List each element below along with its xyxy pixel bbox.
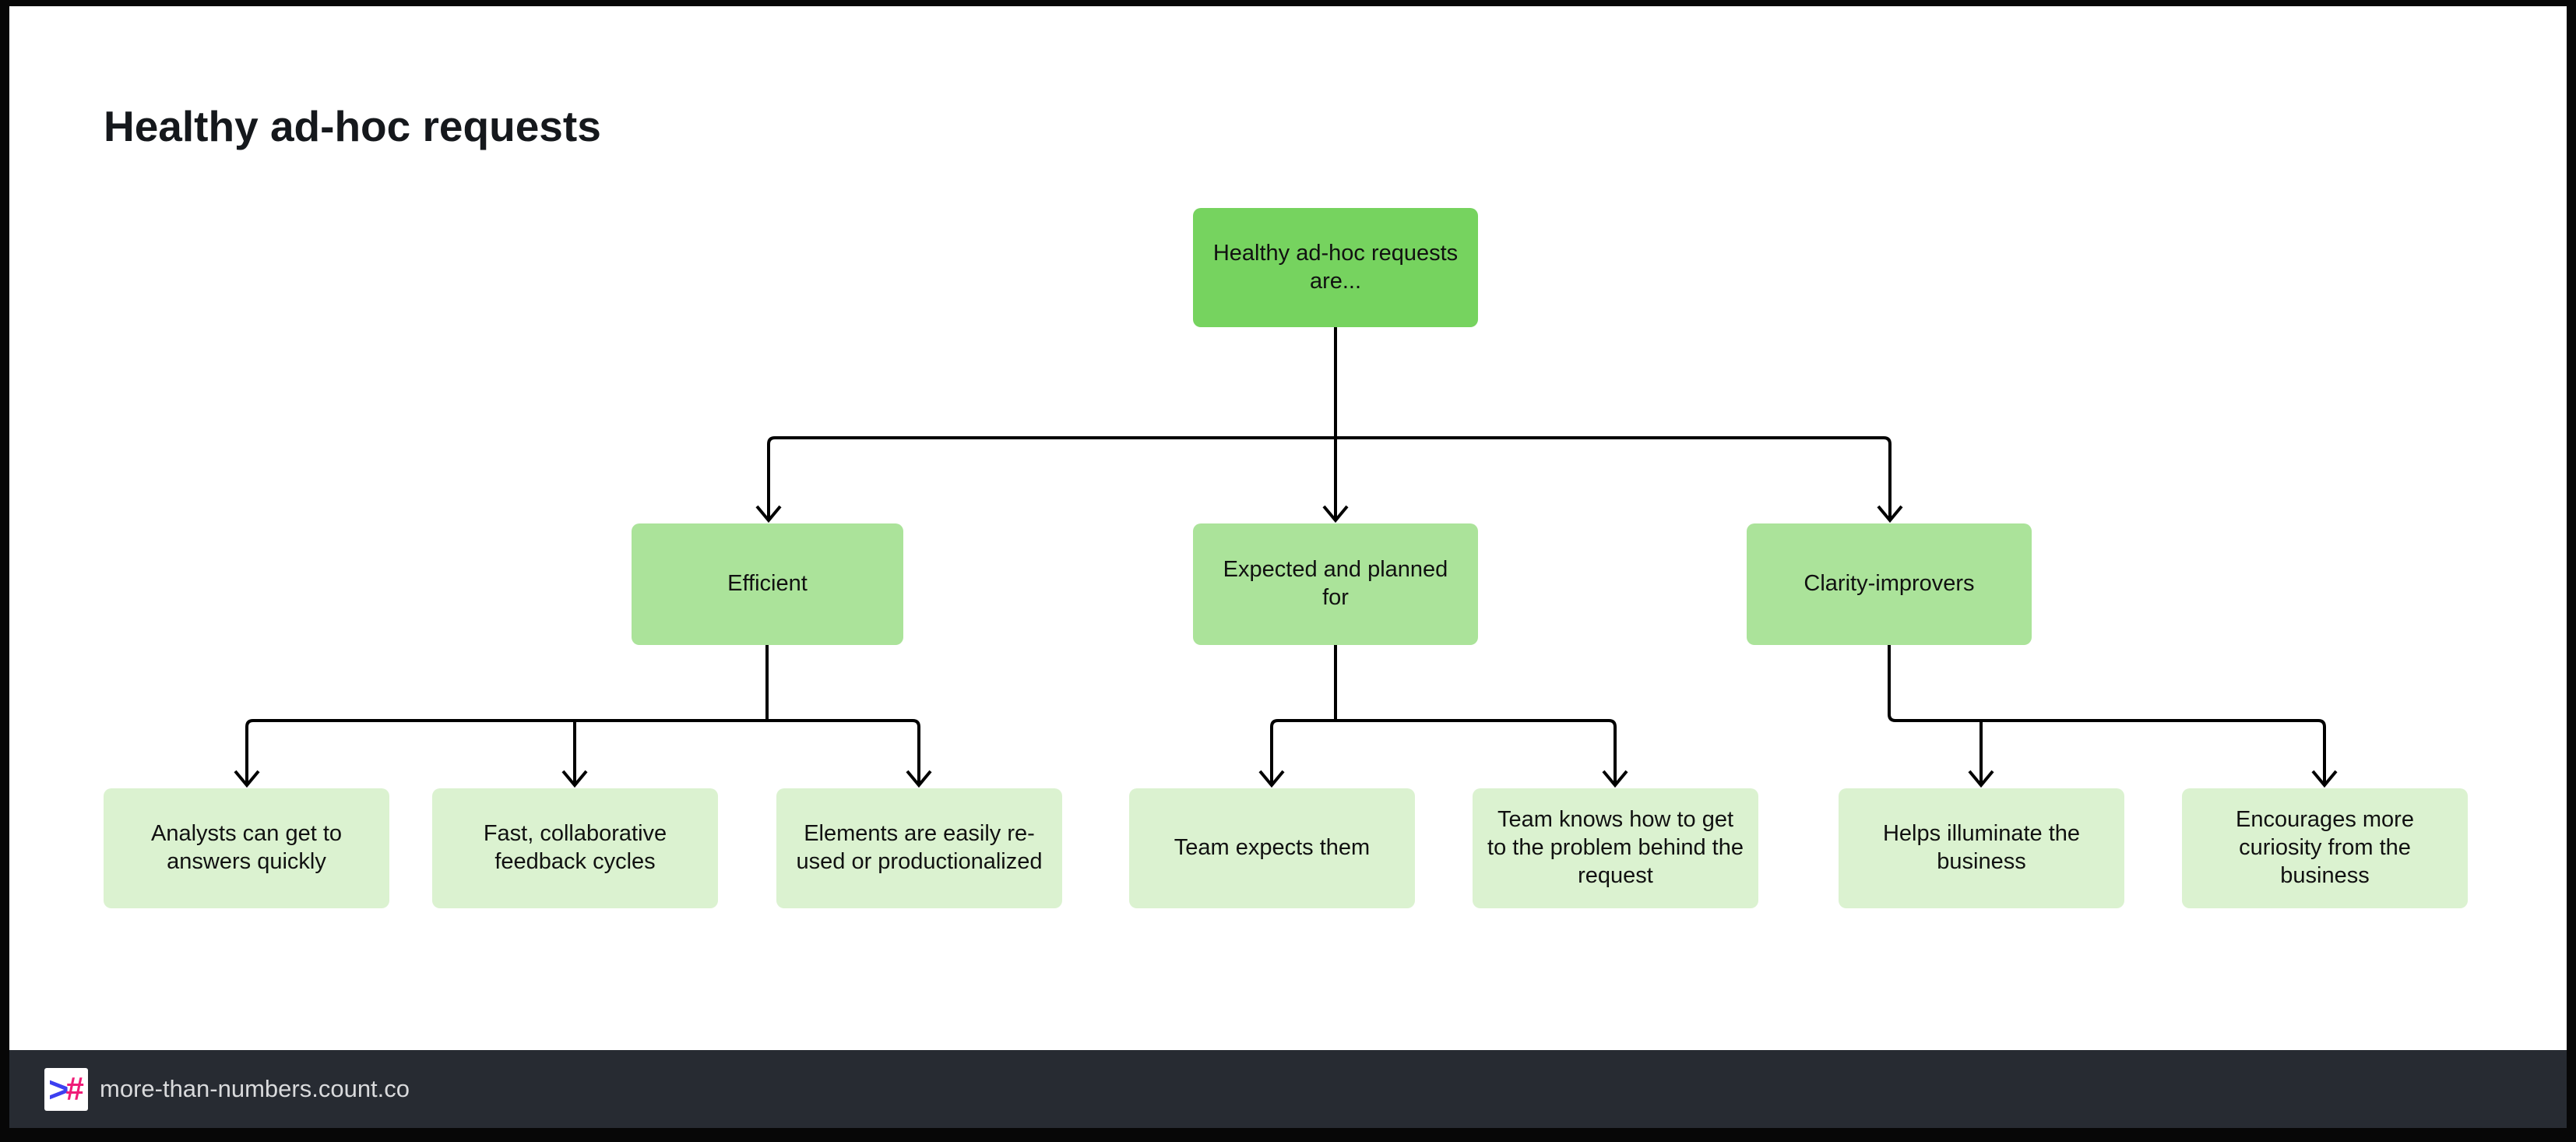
- node-label: Analysts can get to answers quickly: [150, 821, 343, 874]
- connector-lines: [234, 327, 2338, 788]
- logo-hash-glyph: #: [65, 1070, 84, 1107]
- flowchart-leaf-curiosity-business: Encourages more curiosity from the busin…: [2182, 788, 2468, 908]
- node-label: Clarity-improvers: [1804, 571, 1975, 597]
- flowchart-node-expected-and-planned-for: Expected and planned for: [1193, 523, 1478, 645]
- node-label: Fast, collaborative feedback cycles: [483, 821, 667, 874]
- node-label: Expected and planned for: [1223, 557, 1448, 610]
- node-label: Efficient: [727, 571, 808, 597]
- node-label: Elements are easily re-used or productio…: [796, 821, 1043, 874]
- flowchart-leaf-team-expects: Team expects them: [1129, 788, 1415, 908]
- flowchart-leaf-elements-reused: Elements are easily re-used or productio…: [776, 788, 1062, 908]
- logo-gt-glyph: >: [48, 1069, 69, 1109]
- flowchart-node-clarity-improvers: Clarity-improvers: [1747, 523, 2032, 645]
- page-frame: Healthy ad-hoc requests: [9, 6, 2567, 1128]
- flowchart-node-root: Healthy ad-hoc requests are...: [1193, 208, 1478, 327]
- node-label: Team knows how to get to the problem beh…: [1487, 807, 1744, 888]
- flowchart-leaf-feedback-cycles: Fast, collaborative feedback cycles: [432, 788, 718, 908]
- count-logo-icon[interactable]: > #: [44, 1067, 88, 1111]
- flowchart-node-efficient: Efficient: [632, 523, 903, 645]
- flowchart-leaf-analysts-answers: Analysts can get to answers quickly: [104, 788, 389, 908]
- node-label: Helps illuminate the business: [1882, 821, 2081, 874]
- node-label: Healthy ad-hoc requests are...: [1212, 240, 1459, 294]
- page-title: Healthy ad-hoc requests: [104, 102, 601, 150]
- footer-bar: > # more-than-numbers.count.co: [9, 1050, 2567, 1128]
- flowchart-leaf-illuminate-business: Helps illuminate the business: [1839, 788, 2124, 908]
- node-label: Team expects them: [1174, 835, 1371, 861]
- flowchart-canvas: Healthy ad-hoc requests: [9, 6, 2567, 1050]
- footer-url-link[interactable]: more-than-numbers.count.co: [100, 1075, 410, 1102]
- node-label: Encourages more curiosity from the busin…: [2236, 807, 2414, 888]
- flowchart-leaf-problem-behind-request: Team knows how to get to the problem beh…: [1473, 788, 1758, 908]
